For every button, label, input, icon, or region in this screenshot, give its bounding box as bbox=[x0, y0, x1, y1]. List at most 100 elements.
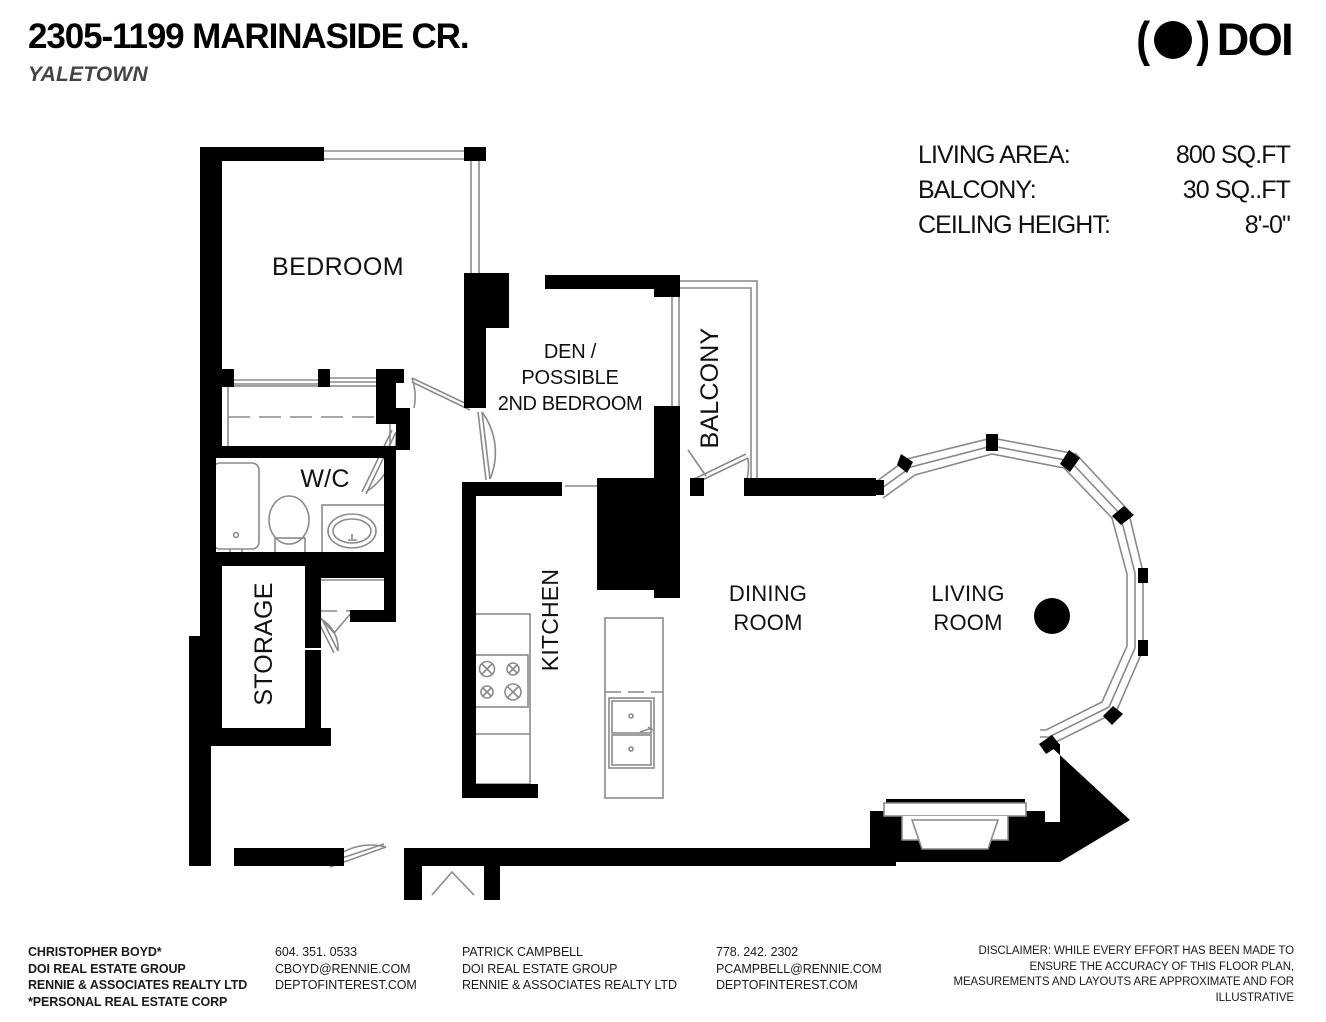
room-label-den-line3: 2ND BEDROOM bbox=[498, 393, 643, 415]
wall-counter-strip bbox=[597, 478, 659, 488]
wall-west-exterior-lower bbox=[189, 728, 211, 866]
wall-wc-den-pier bbox=[396, 408, 410, 450]
contact-1-website[interactable]: DEPTOFINTEREST.COM bbox=[275, 978, 417, 992]
stove-burners-icon bbox=[478, 660, 522, 701]
bedroom-closet-icon bbox=[227, 377, 391, 449]
sink-icon bbox=[321, 504, 390, 554]
disclaimer-line-1: DISCLAIMER: WHILE EVERY EFFORT HAS BEEN … bbox=[978, 945, 1295, 957]
wall-closet-left-stub bbox=[200, 369, 234, 387]
contact-2-brokerage: RENNIE & ASSOCIATES REALTY LTD bbox=[462, 978, 677, 992]
wall-bedroom-left bbox=[200, 147, 222, 383]
hall-closet-icon bbox=[317, 579, 389, 612]
contact-2-website[interactable]: DEPTOFINTEREST.COM bbox=[716, 978, 858, 992]
room-label-living-line1: LIVING bbox=[931, 581, 1004, 606]
floorplan-drawing: BEDROOM DEN / POSSIBLE 2ND BEDROOM BALCO… bbox=[0, 120, 1326, 900]
wall-entry-jamb bbox=[330, 848, 344, 866]
wall-kitchen-top bbox=[462, 482, 562, 496]
toilet-icon bbox=[268, 495, 310, 557]
wall-bedroom-top bbox=[200, 147, 324, 161]
wall-balcony-jamb-left bbox=[690, 478, 704, 496]
room-label-storage: STORAGE bbox=[250, 582, 278, 705]
spec-value-balcony: 30 SQ..FT bbox=[1182, 176, 1291, 204]
room-label-den-line1: DEN / bbox=[544, 341, 597, 363]
filled-circle-icon bbox=[1154, 21, 1193, 59]
den-door-icon bbox=[477, 411, 497, 481]
page-header: 2305-1199 MARINASIDE CR. YALETOWN ( ) DO… bbox=[0, 0, 1326, 112]
wall-entry-closet-right bbox=[484, 848, 500, 900]
room-label-den-line2: POSSIBLE bbox=[521, 367, 618, 389]
wall-wc-top bbox=[200, 446, 396, 458]
spec-value-living-area: 800 SQ.FT bbox=[1175, 141, 1291, 169]
wall-wc-left-upper bbox=[200, 383, 222, 453]
wall-bedroom-den-divider bbox=[464, 273, 509, 408]
balcony-door-glazing-icon bbox=[671, 289, 680, 406]
entry-closet-door-icon bbox=[431, 870, 475, 896]
wall-bay-pier-2 bbox=[986, 434, 998, 451]
doi-logo[interactable]: ( ) DOI bbox=[1135, 13, 1294, 67]
wall-closet-mid-stub bbox=[318, 369, 330, 387]
spec-label-balcony: BALCONY: bbox=[918, 176, 1037, 204]
logo-wordmark: DOI bbox=[1216, 14, 1294, 65]
wall-storage-right-upper bbox=[305, 566, 321, 638]
wall-storage-right-notch bbox=[305, 634, 321, 648]
contact-2-phone[interactable]: 778. 242. 2302 bbox=[716, 945, 799, 959]
wall-south-exterior bbox=[404, 848, 896, 866]
structural-column-icon bbox=[1034, 598, 1070, 634]
wall-storage-left-upper bbox=[200, 566, 222, 640]
room-label-living-line2: ROOM bbox=[933, 610, 1002, 635]
room-label-bedroom: BEDROOM bbox=[272, 253, 404, 281]
room-label-balcony: BALCONY bbox=[696, 327, 724, 448]
contact-2-group: DOI REAL ESTATE GROUP bbox=[462, 961, 618, 976]
wall-entry-closet-left bbox=[404, 848, 422, 900]
den-dining-swing-icon bbox=[687, 449, 707, 477]
page-footer: CHRISTOPHER BOYD* DOI REAL ESTATE GROUP … bbox=[0, 930, 1326, 1022]
wall-wc-left bbox=[200, 450, 216, 560]
wall-bay-pier-4 bbox=[1112, 506, 1134, 525]
bedroom-window-icon bbox=[322, 150, 480, 273]
spec-row-balcony: BALCONY: 30 SQ..FT bbox=[918, 173, 1291, 208]
wall-living-north bbox=[748, 478, 876, 496]
bathtub-icon bbox=[212, 462, 260, 557]
left-paren-icon: ( bbox=[1136, 13, 1151, 67]
wall-wc-bottom bbox=[200, 552, 396, 566]
wall-kitchen-left bbox=[462, 482, 476, 798]
wall-south-west bbox=[234, 848, 330, 866]
contact-2-email[interactable]: PCAMPBELL@RENNIE.COM bbox=[716, 961, 882, 976]
kitchen-island-icon bbox=[604, 617, 664, 799]
balcony-railing-icon bbox=[663, 280, 758, 483]
spec-value-ceiling-height: 8'-0" bbox=[1244, 211, 1291, 239]
right-paren-icon: ) bbox=[1196, 13, 1211, 67]
bay-window-glazing-icon bbox=[872, 437, 1144, 745]
spec-label-ceiling-height: CEILING HEIGHT: bbox=[918, 211, 1111, 239]
room-label-wc: W/C bbox=[300, 465, 349, 493]
wall-bay-pier-1 bbox=[897, 454, 913, 473]
wall-bay-pier-7 bbox=[1103, 706, 1123, 725]
title-block: 2305-1199 MARINASIDE CR. YALETOWN bbox=[28, 16, 470, 88]
storage-door-icon bbox=[317, 618, 339, 654]
wall-bay-pier-6 bbox=[1138, 640, 1148, 656]
wall-kitchen-bottom bbox=[462, 784, 538, 798]
contact-1-brokerage: RENNIE & ASSOCIATES REALTY LTD bbox=[28, 978, 248, 992]
spec-label-living-area: LIVING AREA: bbox=[918, 141, 1071, 169]
wall-hall-closet-top bbox=[318, 566, 396, 578]
spec-row-ceiling-height: CEILING HEIGHT: 8'-0" bbox=[918, 208, 1291, 243]
contact-1-email[interactable]: CBOYD@RENNIE.COM bbox=[275, 961, 411, 976]
wall-closet-right-pier bbox=[376, 369, 396, 415]
wall-hall-closet-right bbox=[384, 566, 396, 622]
page-title: 2305-1199 MARINASIDE CR. bbox=[28, 17, 470, 56]
contact-1-group: DOI REAL ESTATE GROUP bbox=[28, 961, 186, 976]
wall-storage-bottom bbox=[189, 728, 331, 746]
contact-2-name: PATRICK CAMPBELL bbox=[462, 945, 583, 959]
wall-bay-pier-5 bbox=[1138, 568, 1148, 583]
bedroom-door-icon bbox=[411, 377, 472, 411]
contact-1-note: *PERSONAL REAL ESTATE CORP bbox=[28, 994, 228, 1009]
contact-1-phone[interactable]: 604. 351. 0533 bbox=[275, 945, 358, 959]
contact-1-name: CHRISTOPHER BOYD* bbox=[28, 945, 162, 959]
hall-closet-door-icon bbox=[317, 611, 353, 635]
wall-bay-pier-3 bbox=[1060, 450, 1080, 472]
contact-1-details: 604. 351. 0533 CBOYD@RENNIE.COM DEPTOFIN… bbox=[275, 944, 417, 994]
contact-1-identity: CHRISTOPHER BOYD* DOI REAL ESTATE GROUP … bbox=[28, 944, 247, 1010]
kitchen-counter-left-icon bbox=[471, 613, 531, 785]
wall-kitchen-dining-divider bbox=[654, 482, 680, 598]
